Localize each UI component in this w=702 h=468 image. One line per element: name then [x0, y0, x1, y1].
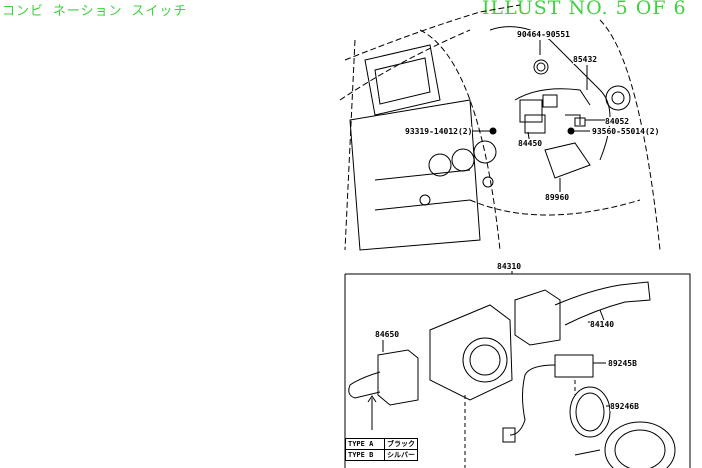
- callout-89246b: 89246B: [610, 402, 639, 411]
- leader-lines-lower-solid: [382, 321, 610, 407]
- dashboard-outline: [339, 4, 661, 251]
- callout-84650: 84650: [375, 330, 400, 339]
- illustration-number: ILLUST NO. 5 OF 6: [482, 0, 687, 19]
- callout-84140: 84140: [590, 320, 615, 329]
- callout-90464-90551: 90464-90551: [517, 30, 570, 39]
- callout-93319-14012: 93319-14012(2): [405, 127, 473, 136]
- callout-89245b: 89245B: [608, 359, 637, 368]
- type-label: TYPE A: [346, 439, 385, 449]
- type-value: シルバー: [387, 451, 415, 459]
- lower-parts: [348, 281, 676, 468]
- diagram-title: コンビ ネーション スイッチ: [2, 4, 188, 19]
- callout-84310: 84310: [497, 262, 522, 271]
- callout-89960: 89960: [545, 193, 570, 202]
- callout-84052: 84052: [605, 117, 630, 126]
- callout-84450: 84450: [518, 139, 543, 148]
- callout-85432: 85432: [573, 55, 598, 64]
- leader-lines-lower: [464, 380, 576, 468]
- callout-93560-55014: 93560-55014(2): [592, 127, 660, 136]
- type-value: ブラック: [387, 440, 415, 448]
- type-label: TYPE B: [346, 450, 385, 460]
